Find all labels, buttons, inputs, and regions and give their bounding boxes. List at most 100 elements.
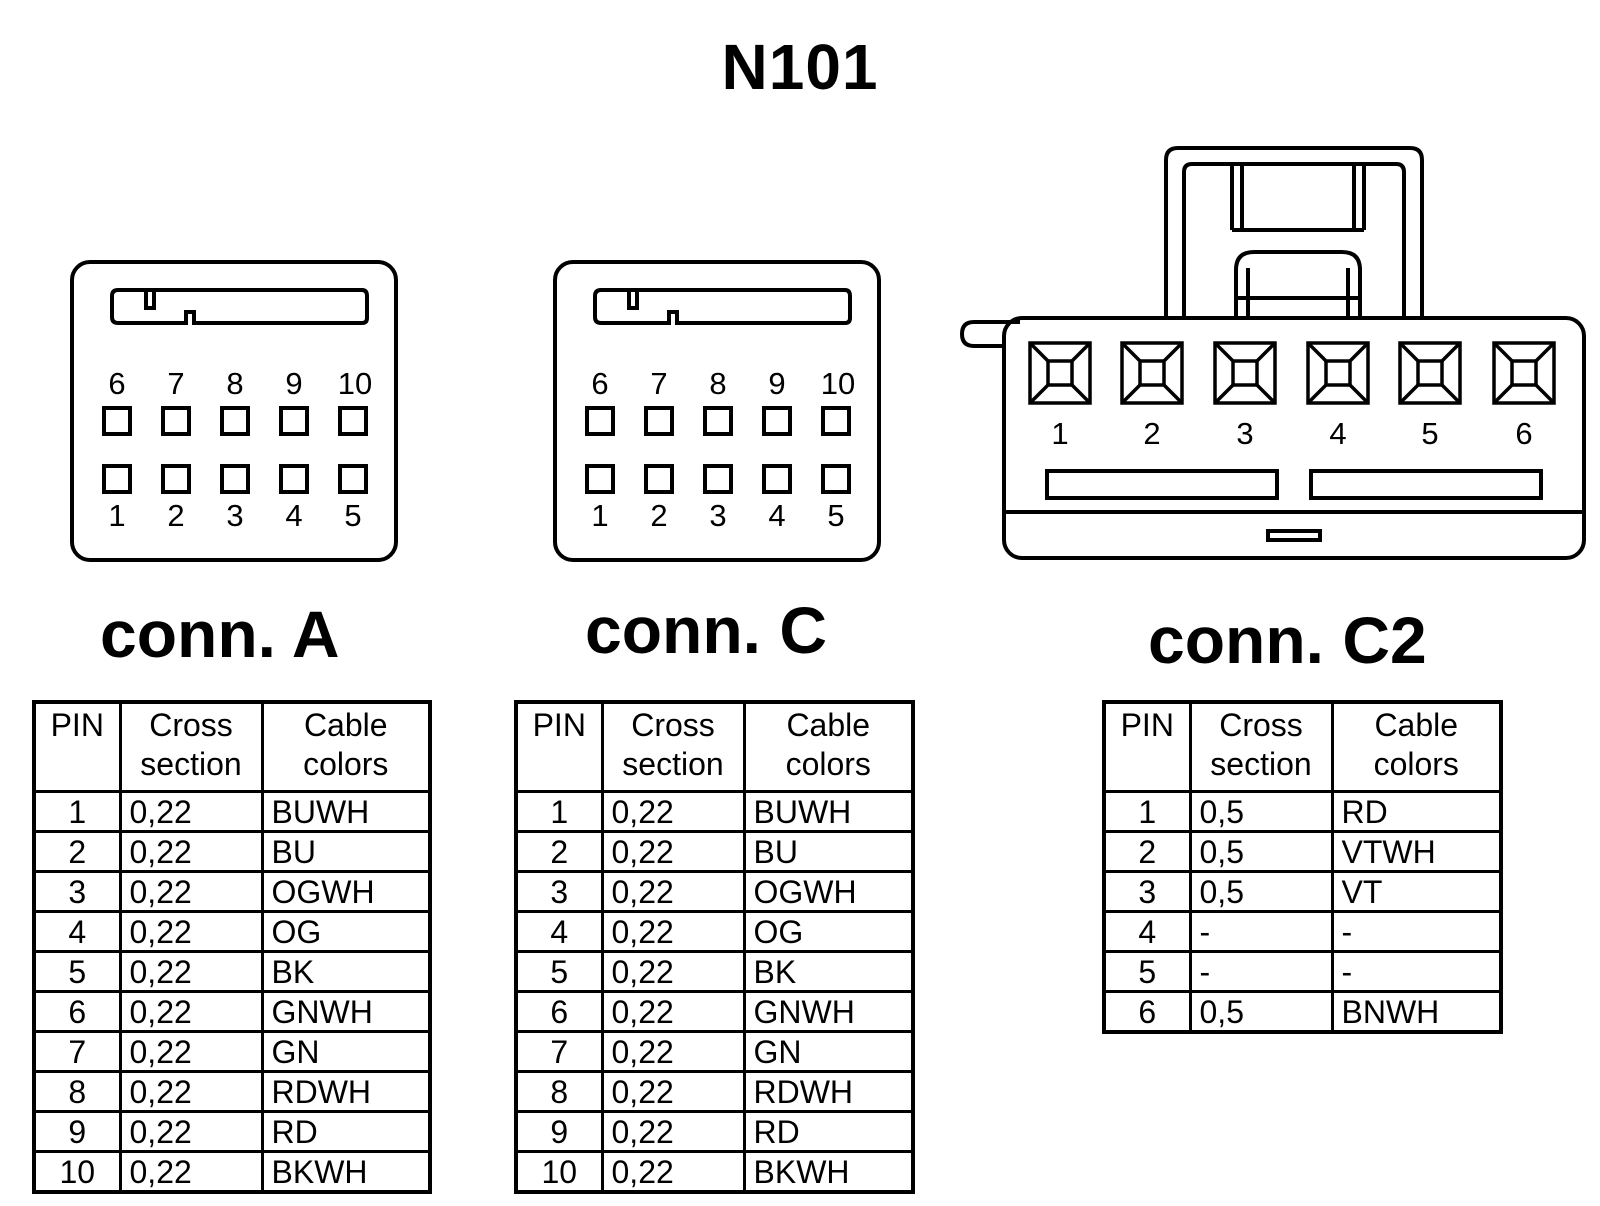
cross-section-cell: 0,22 xyxy=(600,950,746,993)
connector-c2-cavities xyxy=(1028,341,1556,405)
cross-section-cell: 0,22 xyxy=(118,1030,264,1073)
cross-section-header: Cross section xyxy=(600,700,746,793)
table-header-row: PIN Cross section Cable colors xyxy=(514,700,915,793)
conn-c-pin-label: 4 xyxy=(768,498,785,533)
pin-header: PIN xyxy=(1102,700,1192,793)
cross-section-cell: - xyxy=(1188,910,1334,953)
cable-color-cell: BNWH xyxy=(1330,990,1503,1034)
cross-section-cell: 0,5 xyxy=(1188,870,1334,913)
cable-colors-header: Cable colors xyxy=(742,700,915,793)
pin-cell: 4 xyxy=(1102,910,1192,953)
cross-section-cell: 0,22 xyxy=(118,950,264,993)
connector-c2-key xyxy=(1266,529,1322,542)
conn-a-pin-label: 8 xyxy=(226,366,243,401)
cable-color-cell: BKWH xyxy=(260,1150,432,1194)
cable-color-cell: OG xyxy=(742,910,915,953)
cable-color-cell: RD xyxy=(742,1110,915,1153)
connector-c2-title: conn. C2 xyxy=(1148,603,1427,677)
conn-a-pin-label: 4 xyxy=(285,498,302,533)
conn-a-pin-label: 1 xyxy=(108,498,125,533)
conn-c-pin-label: 7 xyxy=(650,366,667,401)
cable-color-cell: RD xyxy=(260,1110,432,1153)
conn-c-pin-label: 10 xyxy=(821,366,855,401)
cable-color-cell: RDWH xyxy=(742,1070,915,1113)
conn-c-pin-label: 8 xyxy=(709,366,726,401)
conn-c2-pin-label: 1 xyxy=(1051,416,1068,451)
cross-section-cell: 0,22 xyxy=(600,1070,746,1113)
connector-c2-clip-tab xyxy=(1234,250,1362,318)
connector-a-top-cavities xyxy=(102,406,368,436)
pin-cell: 2 xyxy=(514,830,604,873)
cross-section-header: Cross section xyxy=(118,700,264,793)
connector-c-bottom-cavities xyxy=(585,464,851,494)
conn-c2-pin-label: 6 xyxy=(1515,416,1532,451)
cable-color-cell: GNWH xyxy=(260,990,432,1033)
connector-c2-slot-right xyxy=(1309,469,1543,500)
pin-cell: 5 xyxy=(514,950,604,993)
pin-cell: 9 xyxy=(514,1110,604,1153)
cross-section-cell: - xyxy=(1188,950,1334,993)
pin-cell: 5 xyxy=(32,950,122,993)
cable-colors-header: Cable colors xyxy=(260,700,432,793)
pin-cell: 10 xyxy=(32,1150,122,1194)
c2-cavity-5 xyxy=(1398,341,1462,405)
pin-cell: 1 xyxy=(1102,790,1192,833)
connector-c-top-cavities xyxy=(585,406,851,436)
diagram-title: N101 xyxy=(721,31,879,103)
pin-cell: 7 xyxy=(514,1030,604,1073)
cross-section-cell: 0,22 xyxy=(600,990,746,1033)
cross-section-cell: 0,22 xyxy=(118,870,264,913)
conn-a-pin-label: 7 xyxy=(167,366,184,401)
cross-section-cell: 0,22 xyxy=(118,1110,264,1153)
cross-section-cell: 0,22 xyxy=(118,910,264,953)
pin-cell: 8 xyxy=(32,1070,122,1113)
connector-c2-slot-left xyxy=(1045,469,1279,500)
conn-c2-pin-label: 5 xyxy=(1421,416,1438,451)
cable-color-cell: GN xyxy=(260,1030,432,1073)
cross-section-cell: 0,22 xyxy=(600,1030,746,1073)
cable-color-cell: BUWH xyxy=(260,790,432,833)
connector-c2-clip-inner xyxy=(1182,162,1406,320)
cross-section-cell: 0,22 xyxy=(118,1150,264,1194)
cross-section-cell: 0,22 xyxy=(118,990,264,1033)
c2-cavity-1 xyxy=(1028,341,1092,405)
cable-color-cell: BU xyxy=(260,830,432,873)
pin-header: PIN xyxy=(32,700,122,793)
pin-cell: 2 xyxy=(1102,830,1192,873)
conn-a-pin-label: 10 xyxy=(338,366,372,401)
connector-a-title: conn. A xyxy=(100,597,340,671)
connector-a-latch xyxy=(110,288,369,325)
connector-a-bottom-cavities xyxy=(102,464,368,494)
connector-a-housing xyxy=(70,260,398,562)
conn-a-pin-label: 3 xyxy=(226,498,243,533)
cable-color-cell: BKWH xyxy=(742,1150,915,1194)
cable-color-cell: OGWH xyxy=(742,870,915,913)
cross-section-cell: 0,22 xyxy=(118,790,264,833)
conn-c-pin-label: 6 xyxy=(591,366,608,401)
pin-cell: 10 xyxy=(514,1150,604,1194)
cable-color-cell: OG xyxy=(260,910,432,953)
cable-color-cell: BK xyxy=(742,950,915,993)
pin-cell: 3 xyxy=(514,870,604,913)
